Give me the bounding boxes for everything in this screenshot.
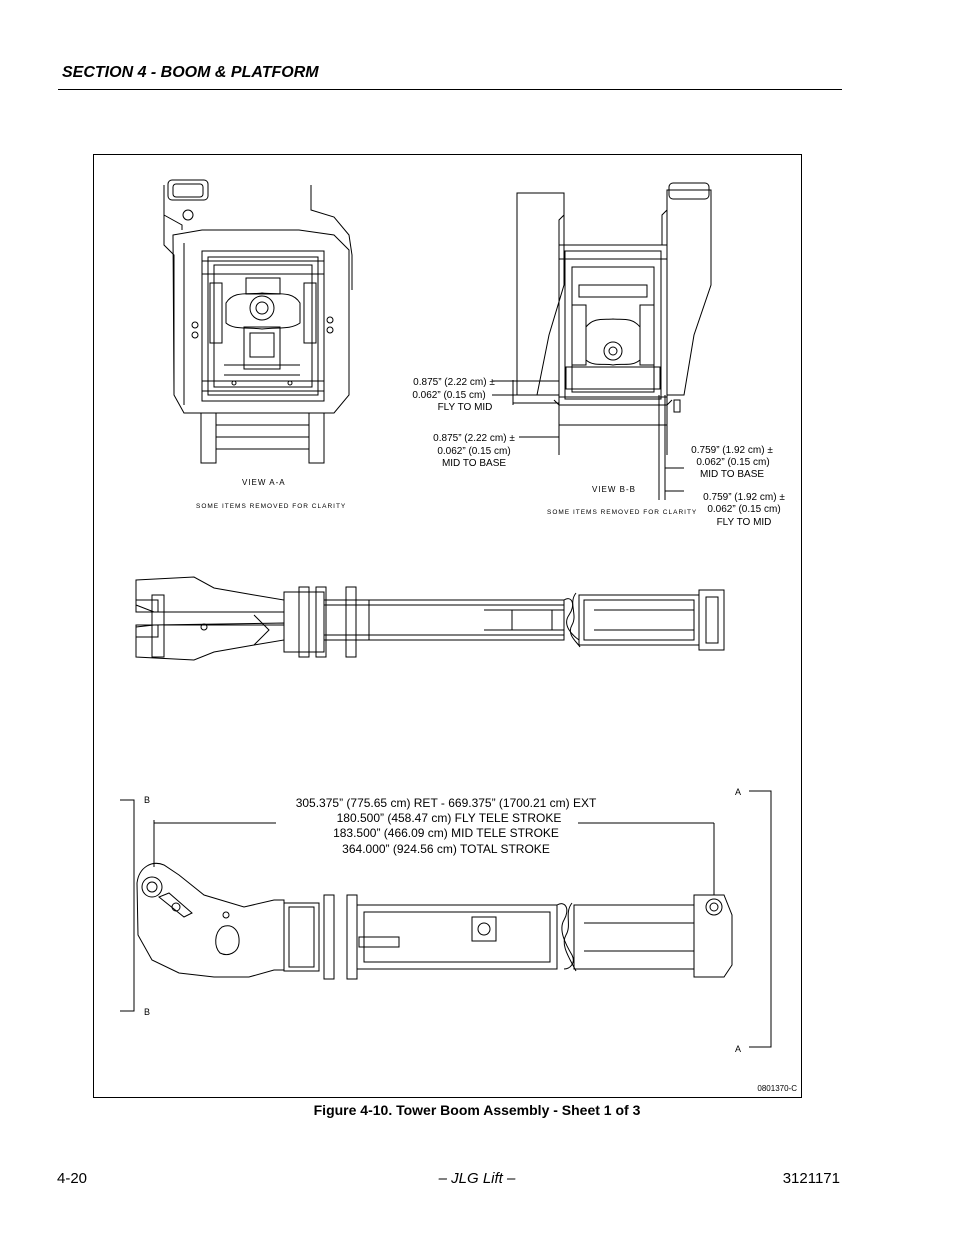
callout-mid-to-base-left-line-3: MID TO BASE [442, 458, 506, 469]
view-a-a-label: VIEW A-A [242, 478, 286, 487]
document-number: 3121171 [782, 1170, 840, 1187]
footer-center: – JLG Lift – [438, 1170, 516, 1187]
callout-fly-to-mid-right-line-3: FLY TO MID [717, 517, 772, 528]
view-a-a-note: SOME ITEMS REMOVED FOR CLARITY [196, 503, 346, 510]
callout-fly-to-mid-left-line-2: 0.062” (0.15 cm) [412, 390, 485, 401]
callout-fly-to-mid-left-line-1: 0.875” (2.22 cm) ± [413, 377, 495, 388]
callout-mid-to-base-left-line-2: 0.062” (0.15 cm) [437, 446, 510, 457]
callout-fly-to-mid-right-line-2: 0.062” (0.15 cm) [707, 504, 780, 515]
view-b-b-note: SOME ITEMS REMOVED FOR CLARITY [547, 509, 697, 516]
dimension-mid-tele-stroke: 183.500” (466.09 cm) MID TELE STROKE [333, 826, 559, 840]
callout-mid-to-base-right-line-2: 0.062” (0.15 cm) [696, 457, 769, 468]
section-title: SECTION 4 - BOOM & PLATFORM [62, 64, 319, 81]
view-b-b-label: VIEW B-B [592, 485, 636, 494]
header-rule [58, 89, 842, 90]
figure-caption: Figure 4-10. Tower Boom Assembly - Sheet… [313, 1102, 641, 1118]
callout-fly-to-mid-left-line-3: FLY TO MID [438, 402, 493, 413]
side-view-dimension-text: 305.375” (775.65 cm) RET - 669.375” (170… [144, 787, 797, 1093]
dimension-total-stroke: 364.000” (924.56 cm) TOTAL STROKE [342, 842, 550, 856]
view-b-b-callouts: 0.875” (2.22 cm) ± 0.062” (0.15 cm) FLY … [412, 377, 785, 528]
figure-frame: VIEW A-A SOME ITEMS REMOVED FOR CLARITY [93, 154, 802, 1098]
view-b-b-leaders [492, 380, 684, 500]
callout-fly-to-mid-right-line-1: 0.759” (1.92 cm) ± [703, 492, 785, 503]
view-a-a-drawing [163, 179, 353, 464]
boom-plan-view [135, 576, 725, 661]
callout-mid-to-base-right-line-1: 0.759” (1.92 cm) ± [691, 445, 773, 456]
view-b-b-drawing [516, 182, 712, 455]
section-mark-b-bottom: B [144, 1007, 150, 1017]
section-mark-a-top: A [735, 787, 741, 797]
drawing-number: 0801370-C [757, 1084, 797, 1093]
section-mark-a-bottom: A [735, 1044, 741, 1054]
boom-side-view [120, 790, 772, 1048]
callout-mid-to-base-right-line-3: MID TO BASE [700, 469, 764, 480]
callout-mid-to-base-left-line-1: 0.875” (2.22 cm) ± [433, 433, 515, 444]
section-mark-b-top: B [144, 795, 150, 805]
page-number: 4-20 [57, 1170, 88, 1187]
dimension-overall-length: 305.375” (775.65 cm) RET - 669.375” (170… [296, 796, 597, 810]
boom-assembly-drawing: VIEW A-A SOME ITEMS REMOVED FOR CLARITY [120, 179, 797, 1093]
dimension-fly-tele-stroke: 180.500” (458.47 cm) FLY TELE STROKE [337, 811, 562, 825]
